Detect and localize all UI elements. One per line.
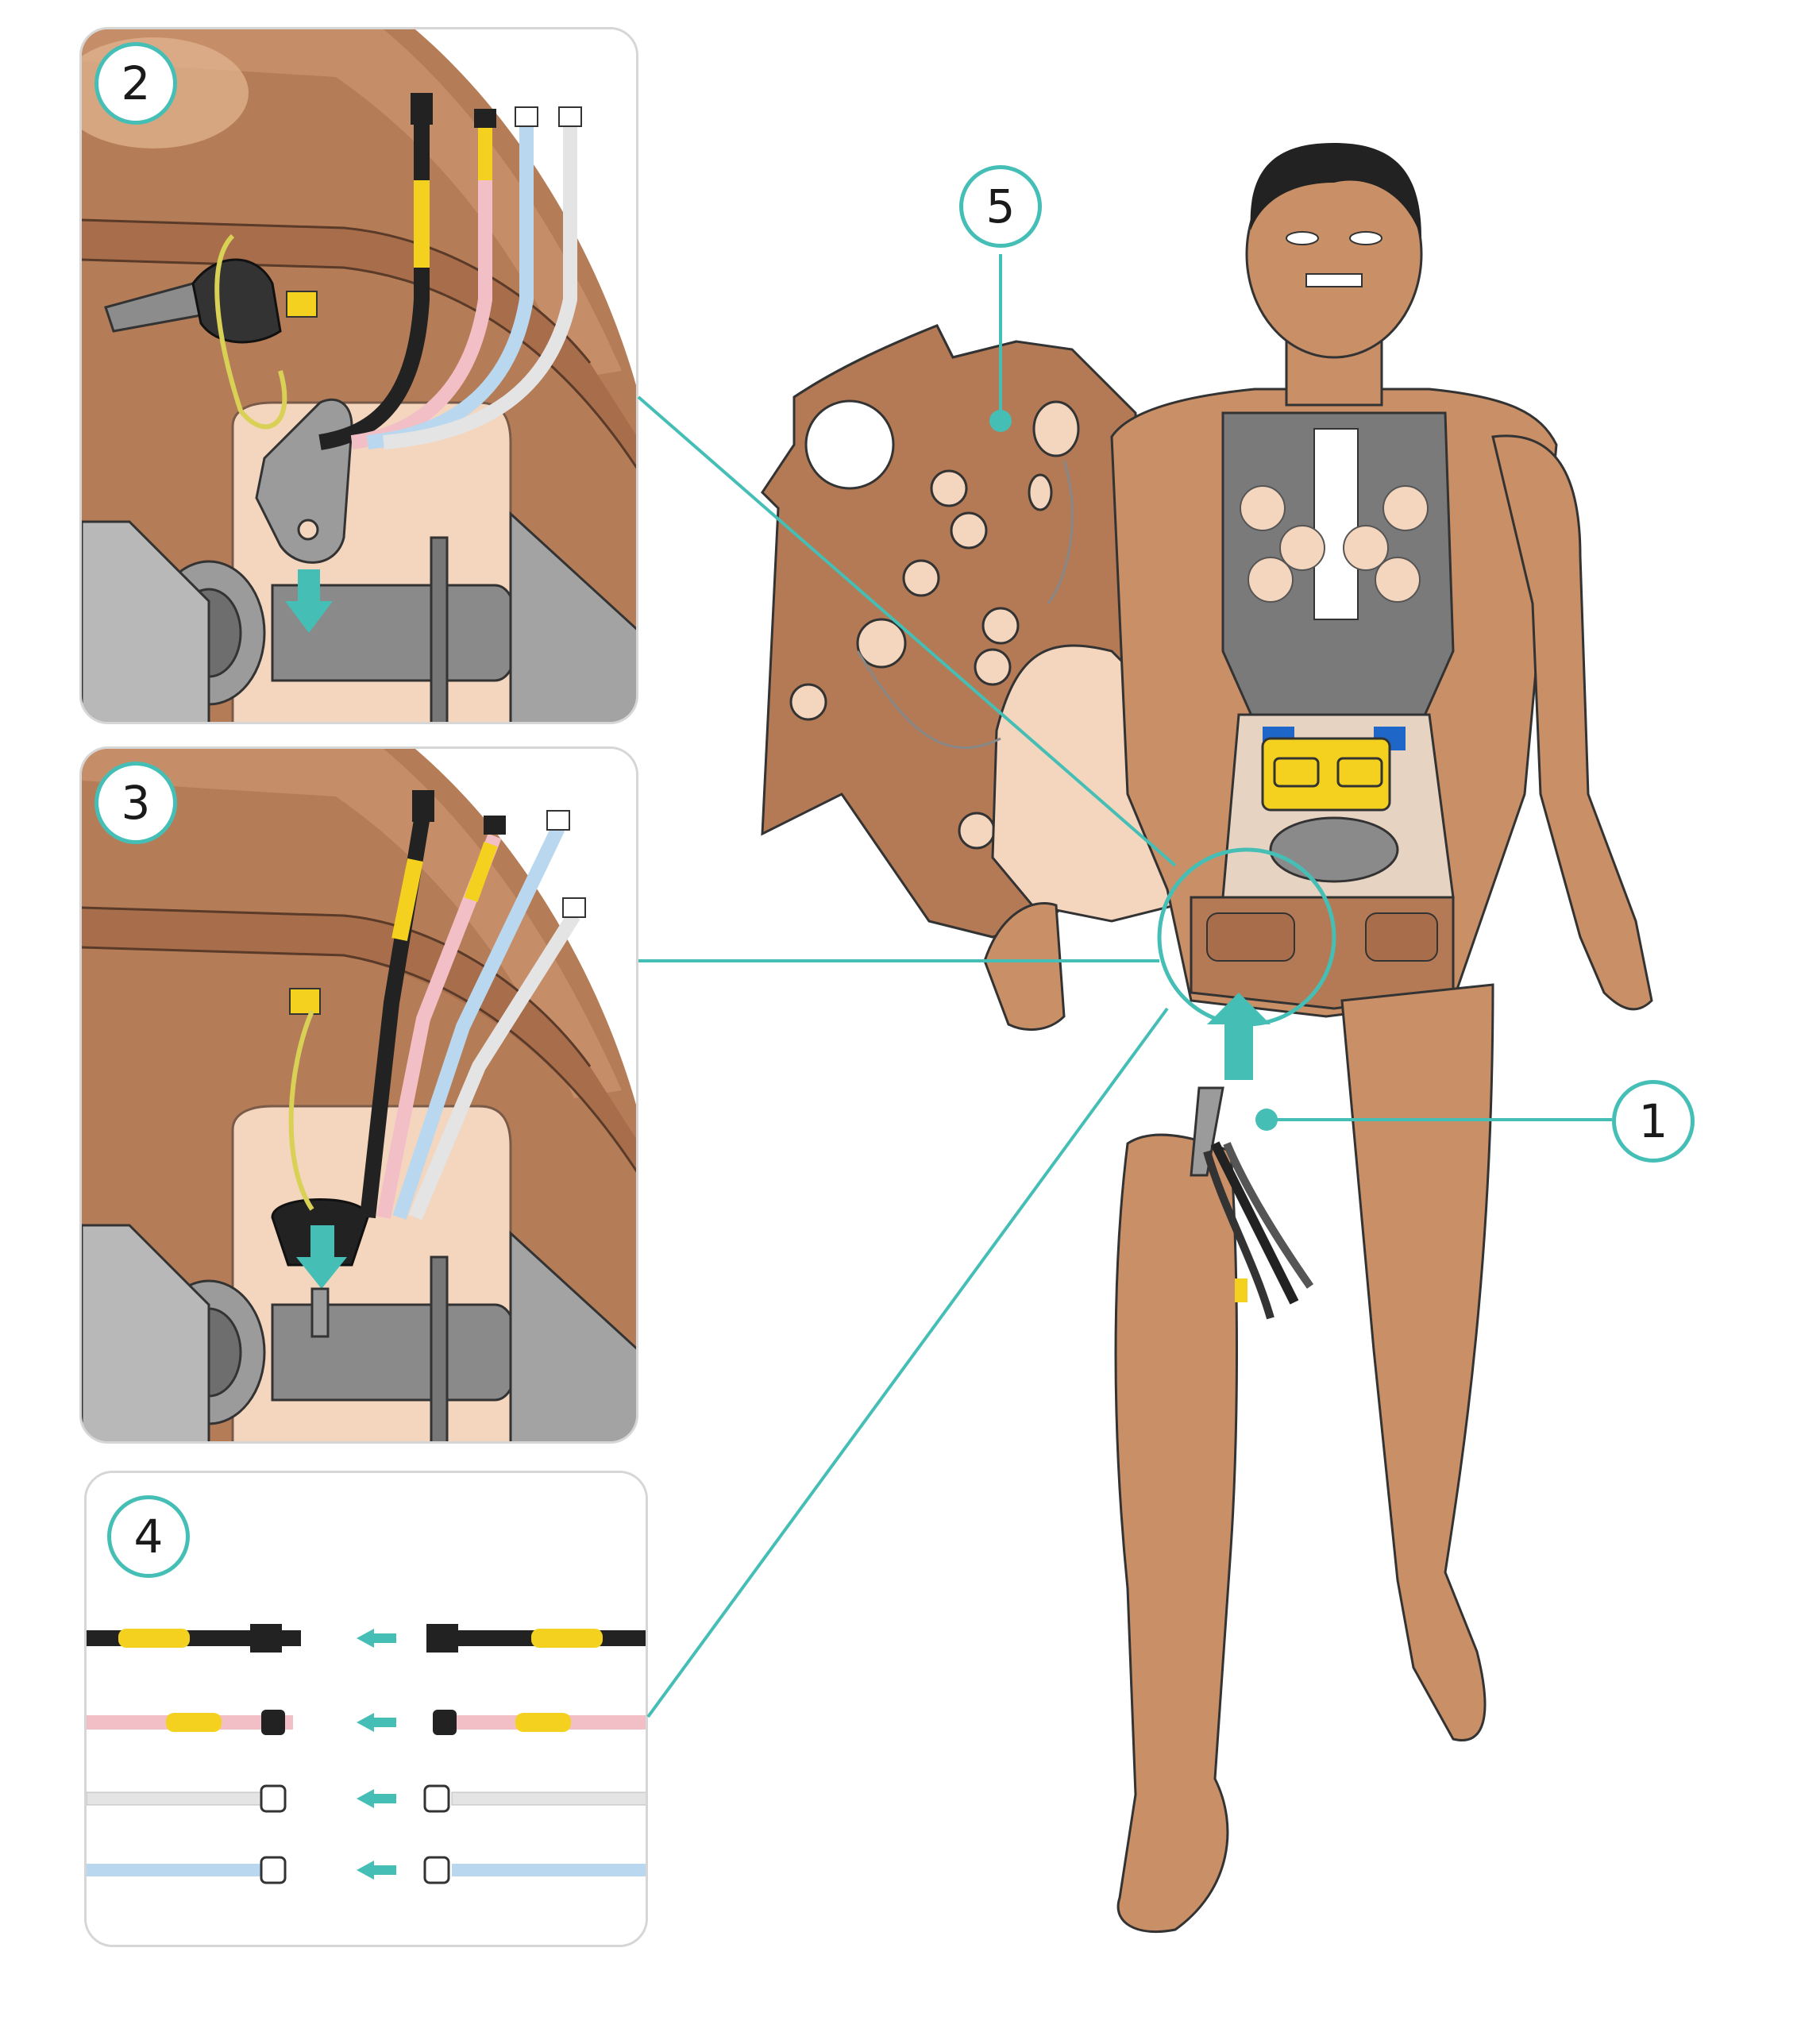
insert-arrow-icon bbox=[1207, 993, 1271, 1080]
manikin-torso bbox=[1110, 388, 1558, 1018]
connector-row-pink-tube bbox=[87, 1710, 646, 1735]
step-3-number: 3 bbox=[121, 776, 151, 830]
manikin-attached-leg bbox=[1340, 983, 1494, 1741]
callout-dot-5 bbox=[989, 410, 1012, 432]
step-4-panel: 4 bbox=[84, 1471, 648, 1947]
step-3-badge: 3 bbox=[94, 762, 177, 844]
manikin-arms bbox=[983, 434, 1653, 1032]
connector-row-black-cable bbox=[87, 1624, 646, 1653]
step-5-badge: 5 bbox=[959, 165, 1042, 248]
step-2-badge: 2 bbox=[94, 42, 177, 125]
step-2-illustration bbox=[82, 29, 636, 722]
chest-skin-plate bbox=[761, 324, 1177, 939]
manikin-head bbox=[1245, 143, 1423, 407]
step-2-number: 2 bbox=[121, 56, 151, 110]
callout-dot-1 bbox=[1255, 1109, 1278, 1131]
step-5-number: 5 bbox=[985, 179, 1016, 233]
step-3-illustration bbox=[82, 749, 636, 1441]
step-4-number: 4 bbox=[133, 1510, 164, 1564]
step-2-panel: 2 bbox=[79, 27, 638, 724]
step-4-badge: 4 bbox=[107, 1495, 190, 1578]
step-1-number: 1 bbox=[1638, 1094, 1668, 1148]
step-1-badge: 1 bbox=[1612, 1080, 1695, 1163]
detail-circle bbox=[1157, 847, 1336, 1027]
step-3-panel: 3 bbox=[79, 746, 638, 1444]
callout-lines bbox=[637, 254, 1612, 1718]
connector-row-clear-tube bbox=[87, 1784, 646, 1813]
connector-row-blue-tube bbox=[87, 1856, 646, 1884]
step-4-illustration bbox=[87, 1473, 646, 1945]
manikin-detached-leg bbox=[1114, 1086, 1314, 1934]
